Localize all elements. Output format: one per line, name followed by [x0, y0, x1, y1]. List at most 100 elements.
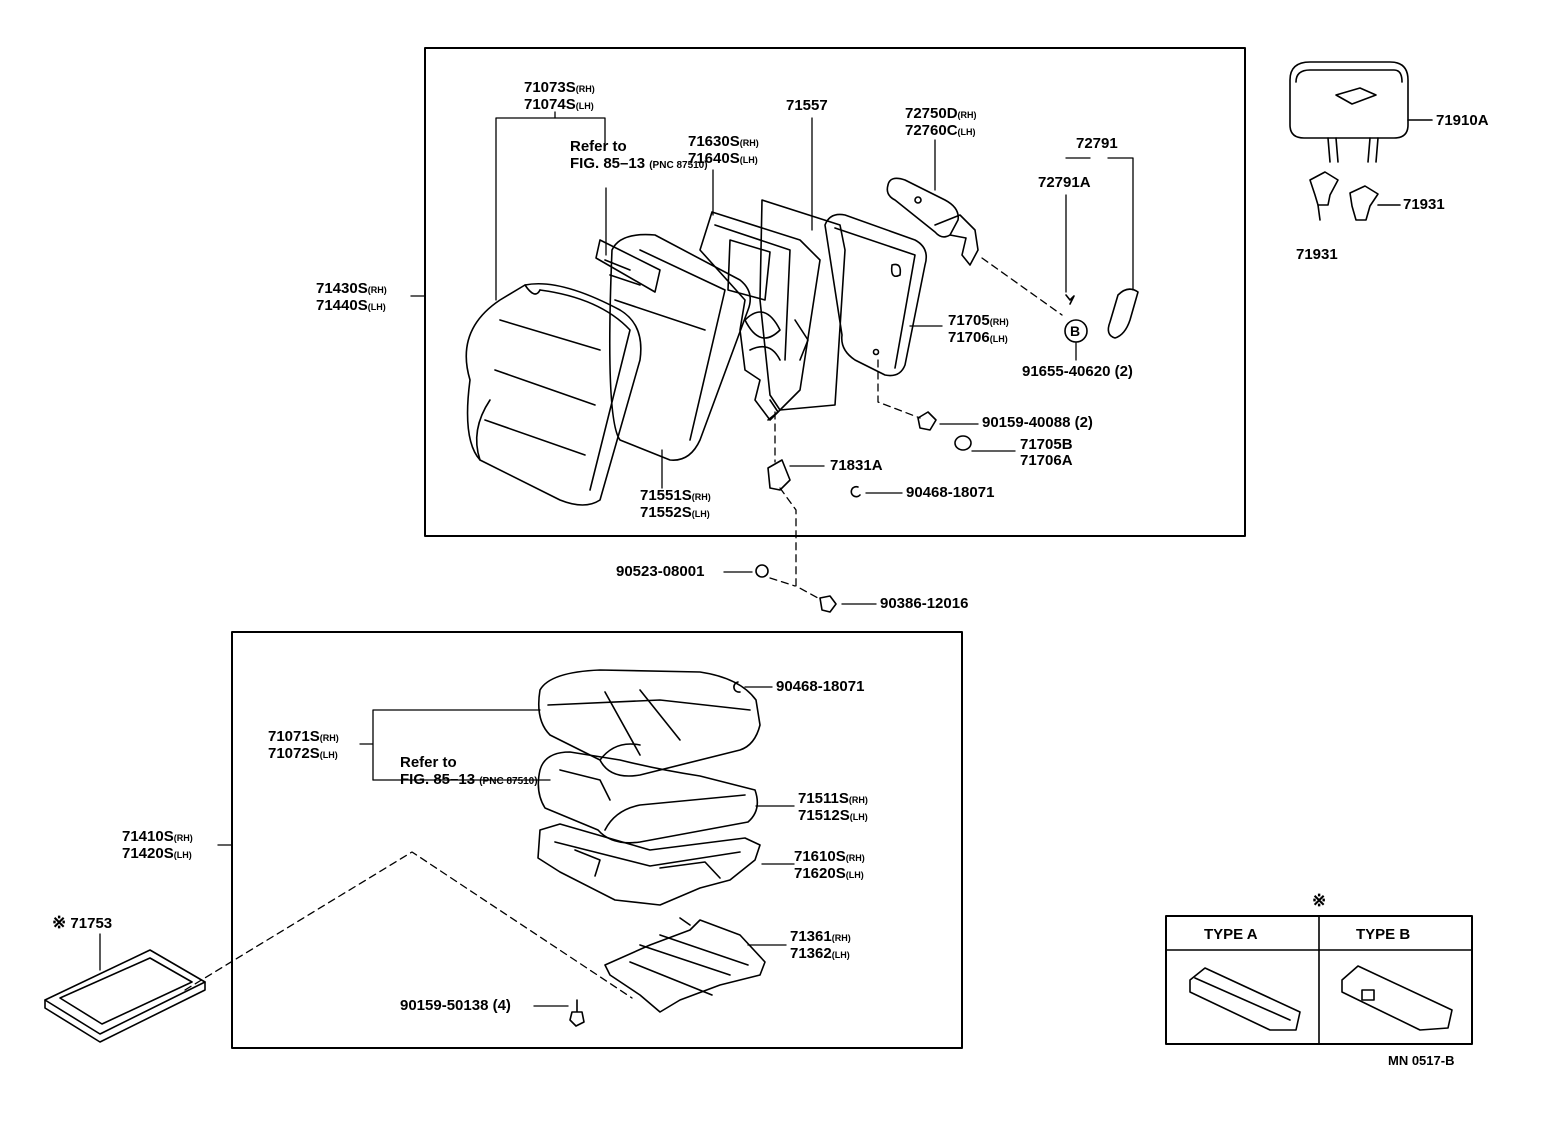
label-71753: ※ 71753 — [52, 913, 113, 932]
dashed-lines-upper — [769, 257, 1063, 599]
side-rh: (RH) — [845, 853, 865, 863]
part-number: 71362 — [790, 945, 832, 962]
part-number: 71705 — [948, 312, 990, 329]
part-number: 72760C — [905, 122, 958, 139]
lever-cover-72791-drawing — [1107, 288, 1139, 339]
figure-code: MN 0517-B — [1388, 1053, 1455, 1068]
part-number: 71074S — [524, 96, 576, 113]
part-number: 72750D — [905, 105, 958, 122]
part-number: 71511S — [798, 790, 849, 807]
label-71073S: 71073S(RH) 71074S(LH) — [524, 80, 595, 114]
cushion-group-frame — [231, 631, 963, 1049]
label-71551S: 71551S(RH) 71552S(LH) — [640, 488, 711, 522]
part-number: 71512S — [798, 807, 850, 824]
clip-72791A-drawing — [1065, 294, 1075, 305]
label-72791: 72791 — [1076, 135, 1118, 152]
bolt-90386-drawing — [819, 595, 837, 613]
label-71610S: 71610S(RH) 71620S(LH) — [794, 849, 865, 883]
part-number: 71440S — [316, 297, 368, 314]
side-rh: (RH) — [575, 84, 595, 94]
cushion-frame-drawing — [537, 823, 761, 906]
part-number: 71610S — [794, 848, 846, 865]
part-number: 71430S — [316, 280, 368, 297]
refer-line-2: FIG. 85–13 — [400, 771, 476, 788]
side-rh: (RH) — [691, 492, 711, 502]
seatback-pad-drawing — [595, 233, 751, 461]
label-71361: 71361(RH) 71362(LH) — [790, 929, 851, 963]
label-90386-12016: 90386-12016 — [880, 595, 969, 612]
label-90523-08001: 90523-08001 — [616, 563, 705, 580]
type-b-header: TYPE B — [1356, 926, 1411, 943]
refer-line-3: (PNC 87510) — [649, 160, 708, 171]
side-rh: (RH) — [739, 138, 759, 148]
part-number: 71706A — [1020, 452, 1073, 469]
label-71831A: 71831A — [830, 457, 883, 474]
bolt-90159-50138-drawing — [569, 999, 585, 1027]
part-number: 71630S — [688, 133, 740, 150]
part-number: 71073S — [524, 79, 576, 96]
label-90159-40088: 90159-40088 (2) — [982, 414, 1093, 431]
side-rh: (RH) — [989, 317, 1009, 327]
refer-line-3: (PNC 87510) — [479, 776, 538, 787]
refer-line-1: Refer to — [400, 754, 457, 771]
refer-note-lower: Refer to FIG. 85–13 (PNC 87510) — [400, 754, 538, 790]
part-number: 71706 — [948, 329, 990, 346]
seatback-group-frame — [424, 47, 1246, 537]
type-table-mark: ※ — [1312, 891, 1327, 910]
label-71430S: 71430S(RH) 71440S(LH) — [316, 281, 387, 315]
label-71931-right: 71931 — [1403, 196, 1445, 213]
hinge-bracket-drawing — [767, 459, 791, 491]
leader-lines-lower — [99, 686, 795, 1007]
recliner-lever-drawing — [886, 177, 979, 266]
part-number: 71071S — [268, 728, 320, 745]
nut-90523-drawing — [755, 564, 769, 578]
label-71630S: 71630S(RH) 71640S(LH) — [688, 134, 759, 168]
type-a-header: TYPE A — [1204, 926, 1258, 943]
dashed-lines-lower — [184, 851, 633, 999]
seat-track-drawing — [604, 917, 766, 1013]
reference-mark: ※ — [52, 913, 67, 932]
side-lh: (LH) — [173, 850, 192, 860]
ref-b-letter: B — [1070, 323, 1081, 339]
cushion-pad-drawing — [537, 751, 759, 844]
label-71511S: 71511S(RH) 71512S(LH) — [798, 791, 868, 825]
reference-mark: ※ — [1312, 891, 1327, 910]
cushion-cover-drawing — [537, 669, 761, 777]
part-number: 71753 — [70, 915, 113, 932]
seatback-cover-drawing — [465, 282, 642, 506]
part-number: 71410S — [122, 828, 174, 845]
side-lh: (LH) — [691, 509, 710, 519]
refer-line-2: FIG. 85–13 — [570, 155, 646, 172]
side-rh: (RH) — [319, 733, 339, 743]
side-lh: (LH) — [367, 302, 386, 312]
side-rh: (RH) — [367, 285, 387, 295]
label-90468-18071-lower: 90468-18071 — [776, 678, 865, 695]
label-71705B: 71705B 71706A — [1020, 437, 1073, 469]
headrest-drawing — [1289, 61, 1433, 163]
label-71071S: 71071S(RH) 71072S(LH) — [268, 729, 339, 763]
side-lh: (LH) — [957, 127, 976, 137]
label-71931-left: 71931 — [1296, 246, 1338, 263]
headrest-guides-drawing — [1309, 171, 1401, 221]
label-72750D: 72750D(RH) 72760C(LH) — [905, 106, 977, 140]
label-71910A: 71910A — [1436, 112, 1489, 129]
part-number: 71552S — [640, 504, 692, 521]
clip-90468-lower-drawing — [733, 681, 741, 693]
part-number: 71551S — [640, 487, 692, 504]
part-number: 71705B — [1020, 436, 1073, 453]
label-91655-40620: 91655-40620 (2) — [1022, 363, 1133, 380]
label-72791A: 72791A — [1038, 174, 1091, 191]
label-71557: 71557 — [786, 97, 828, 114]
part-number: 71620S — [794, 865, 846, 882]
part-number: 71640S — [688, 150, 740, 167]
refer-note-upper: Refer to FIG. 85–13 (PNC 87510) — [570, 138, 708, 174]
seatback-frame-drawing — [699, 211, 821, 421]
part-number: 71072S — [268, 745, 320, 762]
leader-lines-upper — [410, 111, 1134, 605]
bolt-90159-40088-drawing — [917, 411, 937, 431]
type-table-drawing — [1165, 915, 1473, 1045]
clip-90468-upper-drawing — [850, 485, 861, 498]
side-lh: (LH) — [845, 870, 864, 880]
refer-line-1: Refer to — [570, 138, 627, 155]
